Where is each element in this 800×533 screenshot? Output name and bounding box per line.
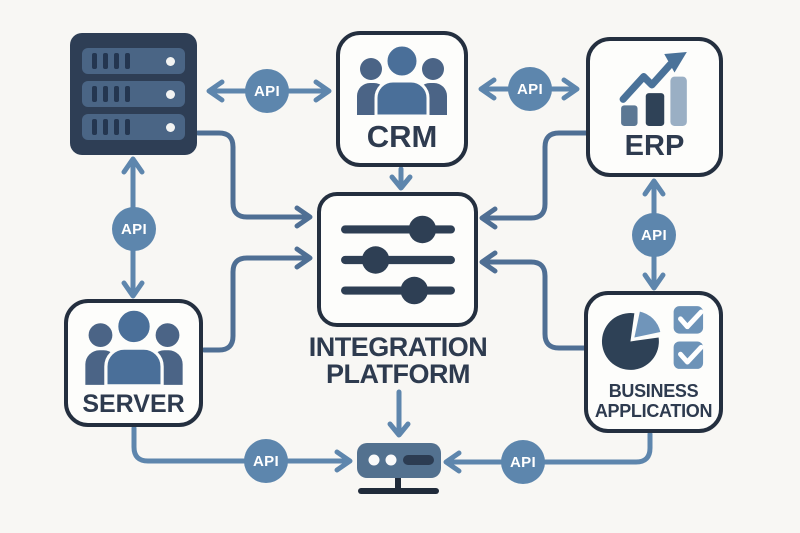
checklist-icon bbox=[673, 305, 704, 369]
rack-led-light bbox=[166, 56, 175, 66]
rack-slot bbox=[103, 86, 108, 102]
connector-erp-to-platform bbox=[479, 130, 589, 230]
api-badge-middle-left: API bbox=[112, 207, 156, 251]
people-group-icon bbox=[357, 43, 447, 117]
connector-rack-to-platform bbox=[195, 130, 313, 229]
rack-slot bbox=[92, 86, 97, 102]
sliders-icon bbox=[340, 215, 455, 304]
connector-platform-to-gateway bbox=[387, 389, 411, 438]
business-app-icon bbox=[601, 305, 704, 370]
rack-led-light bbox=[166, 89, 175, 99]
connector-server-to-platform bbox=[201, 246, 313, 353]
integration-platform-label-line1: INTEGRATION bbox=[308, 332, 488, 362]
server-label: SERVER bbox=[82, 390, 185, 418]
server-rack-icon bbox=[70, 33, 197, 155]
connector-ba-to-platform bbox=[479, 250, 587, 351]
connector-crm-to-platform bbox=[389, 166, 413, 191]
rack-slot bbox=[114, 119, 119, 135]
server-node: SERVER bbox=[64, 299, 203, 427]
erp-label: ERP bbox=[624, 129, 685, 162]
rack-slot bbox=[125, 119, 130, 135]
crm-label: CRM bbox=[366, 119, 438, 154]
rack-led-light bbox=[166, 122, 175, 132]
rack-slot bbox=[103, 119, 108, 135]
rack-slot bbox=[114, 53, 119, 69]
rack-slot bbox=[92, 119, 97, 135]
integration-platform-node bbox=[317, 192, 478, 327]
api-badge-bottom-right: API bbox=[501, 440, 545, 484]
pie-chart-icon bbox=[601, 311, 660, 370]
rack-row bbox=[82, 48, 185, 74]
business-application-label-line2: APPLICATION bbox=[594, 400, 713, 421]
erp-node: ERP bbox=[586, 37, 723, 177]
rack-slot bbox=[92, 53, 97, 69]
api-badge-top-right: API bbox=[508, 67, 552, 111]
rack-slot bbox=[125, 53, 130, 69]
rack-row bbox=[82, 81, 185, 107]
people-group-icon bbox=[84, 307, 183, 387]
rack-slot bbox=[125, 86, 130, 102]
network-device-icon bbox=[357, 443, 441, 494]
api-badge-bottom-left: API bbox=[244, 439, 288, 483]
integration-platform-label: INTEGRATION PLATFORM bbox=[288, 334, 508, 388]
connector-server-gateway-api bbox=[131, 425, 353, 473]
integration-platform-label-line2: PLATFORM bbox=[326, 359, 470, 389]
business-application-label: BUSINESS APPLICATION bbox=[594, 380, 713, 421]
rack-row bbox=[82, 114, 185, 140]
bar-chart-growth-icon bbox=[619, 51, 687, 126]
business-application-node: BUSINESS APPLICATION bbox=[584, 291, 723, 433]
connector-ba-gateway-api bbox=[443, 431, 653, 474]
api-badge-top-left: API bbox=[245, 69, 289, 113]
business-application-label-line1: BUSINESS bbox=[608, 380, 699, 401]
crm-node: CRM bbox=[336, 31, 468, 167]
rack-slot bbox=[114, 86, 119, 102]
rack-slot bbox=[103, 53, 108, 69]
api-badge-middle-right: API bbox=[632, 213, 676, 257]
